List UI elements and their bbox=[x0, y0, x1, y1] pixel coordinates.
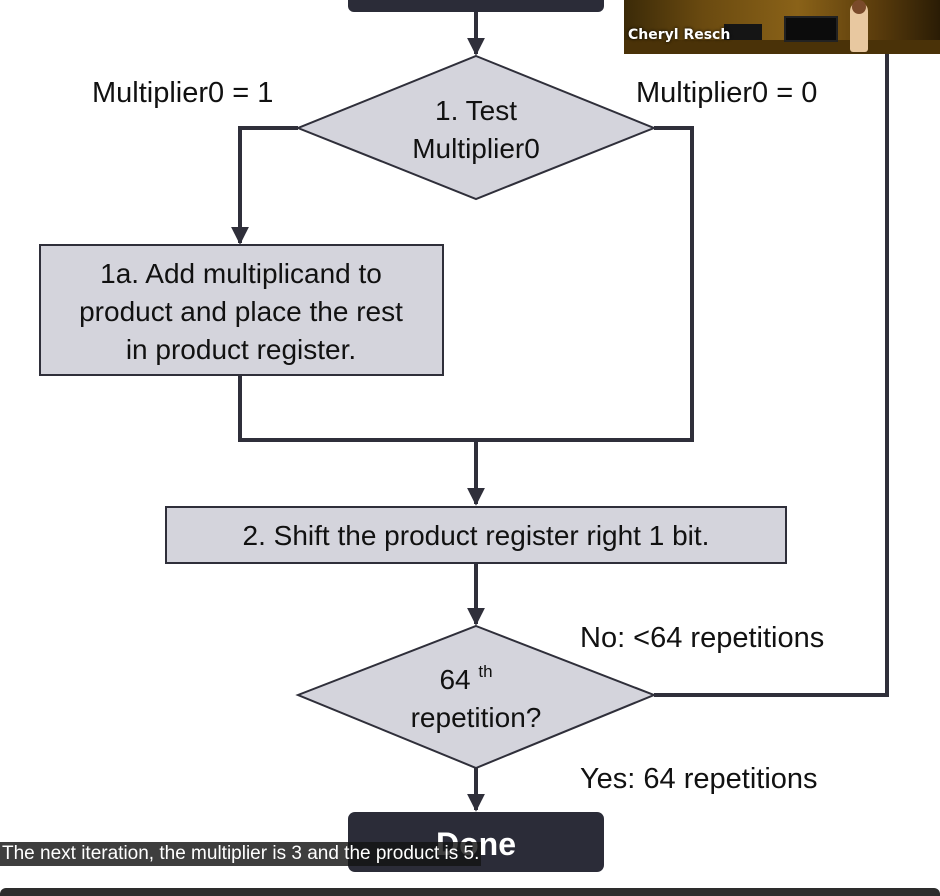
decision-repetition-line2: repetition? bbox=[411, 702, 542, 733]
step-add-line2: product and place the rest bbox=[79, 296, 403, 327]
step-add-box bbox=[39, 244, 444, 376]
decision-repetition-number: 64 bbox=[439, 664, 470, 695]
live-caption: The next iteration, the multiplier is 3 … bbox=[0, 842, 482, 866]
decision-repetition bbox=[295, 624, 657, 770]
decision-test-multiplier0 bbox=[295, 54, 657, 201]
step-shift-box bbox=[165, 506, 787, 564]
start-box bbox=[348, 0, 604, 12]
decision-repetition-line1: 64 th bbox=[439, 662, 492, 695]
webcam-thumbnail[interactable]: Cheryl Resch bbox=[624, 0, 940, 54]
webcam-presenter-head bbox=[852, 0, 866, 14]
webcam-monitor bbox=[724, 24, 762, 40]
branch-left-label: Multiplier0 = 1 bbox=[92, 77, 273, 109]
yes-branch-label: Yes: 64 repetitions bbox=[580, 763, 818, 795]
webcam-participant-name: Cheryl Resch bbox=[628, 27, 731, 43]
step-add-line1: 1a. Add multiplicand to bbox=[100, 258, 382, 289]
decision-repetition-superscript: th bbox=[478, 662, 492, 681]
no-branch-label: No: <64 repetitions bbox=[580, 622, 824, 654]
branch-right-label: Multiplier0 = 0 bbox=[636, 77, 817, 109]
decision-test-line1: 1. Test bbox=[435, 95, 517, 126]
decision-test-line2: Multiplier0 bbox=[412, 133, 540, 164]
step-shift-text: 2. Shift the product register right 1 bi… bbox=[243, 520, 710, 551]
line-repeat-loop-back bbox=[654, 52, 889, 697]
line-test-bypass bbox=[238, 126, 694, 442]
webcam-monitor bbox=[784, 16, 838, 42]
webcam-presenter bbox=[850, 2, 868, 52]
arrow-test-to-add bbox=[231, 126, 298, 245]
connector-lines bbox=[231, 12, 889, 812]
step-add-line3: in product register. bbox=[126, 334, 356, 365]
bottom-toolbar-edge bbox=[0, 888, 940, 896]
